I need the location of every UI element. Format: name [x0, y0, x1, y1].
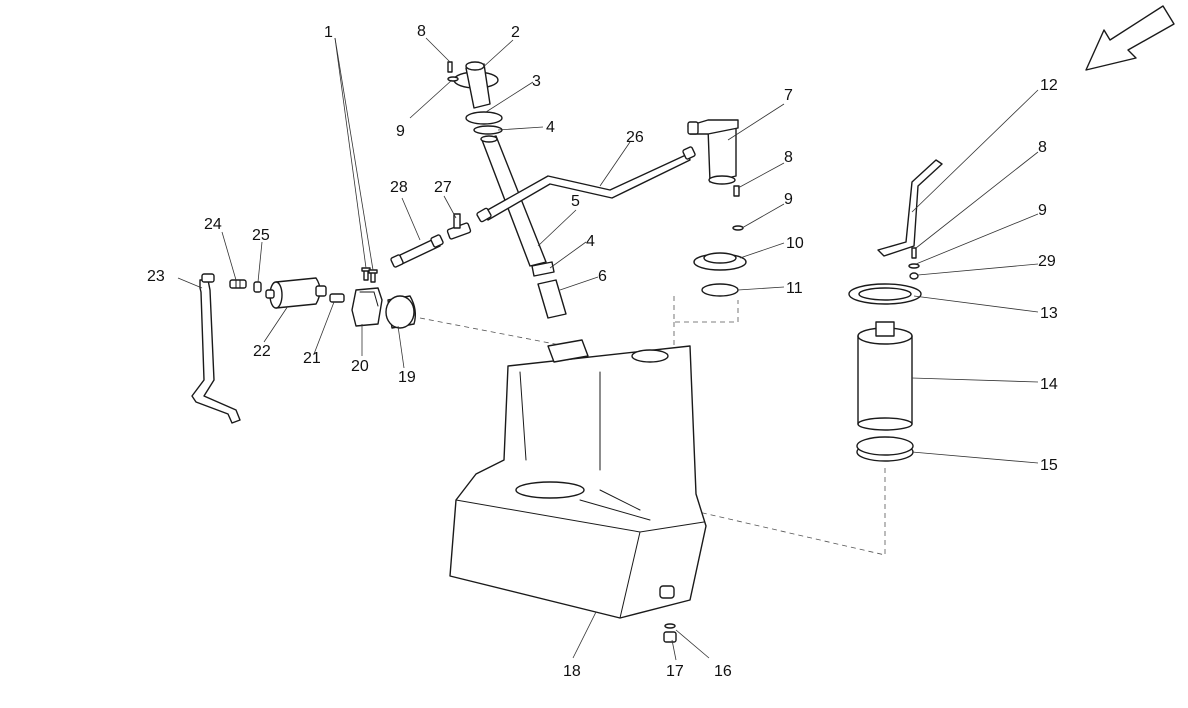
callout-7: 7 — [784, 87, 793, 104]
callout-22: 22 — [253, 343, 271, 360]
callout-13: 13 — [1040, 305, 1058, 322]
callout-27: 27 — [434, 179, 452, 196]
callout-9-top: 9 — [396, 123, 405, 140]
part-8-screw-mid — [733, 185, 740, 197]
part-17-drain-plug — [663, 631, 677, 643]
callout-14: 14 — [1040, 376, 1058, 393]
part-13-locking-ring — [848, 283, 922, 305]
callout-8-mid: 8 — [784, 149, 793, 166]
part-3-o-ring — [465, 111, 503, 125]
callout-8-top: 8 — [417, 23, 426, 40]
callout-15: 15 — [1040, 457, 1058, 474]
part-16-washer — [664, 623, 676, 629]
part-8-screw-right — [911, 247, 917, 259]
callout-18: 18 — [563, 663, 581, 680]
part-11-gasket — [701, 283, 739, 297]
callout-17: 17 — [666, 663, 684, 680]
callout-20: 20 — [351, 358, 369, 375]
part-28-hose — [390, 234, 444, 268]
leader-lines — [177, 37, 1039, 661]
part-25-clip — [253, 281, 262, 293]
part-8-screw-top — [447, 61, 453, 73]
orientation-arrow-icon — [1085, 5, 1175, 71]
part-24-fitting — [229, 279, 247, 289]
callout-28: 28 — [390, 179, 408, 196]
callout-1: 1 — [324, 24, 333, 41]
callout-12: 12 — [1040, 77, 1058, 94]
part-20-filter-bracket — [351, 287, 383, 327]
callout-9-mid: 9 — [784, 191, 793, 208]
callout-8-right: 8 — [1038, 139, 1047, 156]
part-9-washer-right — [908, 263, 920, 269]
callout-6: 6 — [598, 268, 607, 285]
callout-16: 16 — [714, 663, 732, 680]
part-9-washer-mid — [732, 225, 744, 231]
part-22-fuel-filter — [265, 277, 327, 309]
callout-4-upper: 4 — [546, 119, 555, 136]
part-7-fuel-pump — [687, 119, 739, 185]
part-21-connector — [329, 293, 345, 303]
part-26-breather-pipe — [476, 146, 696, 223]
callout-19: 19 — [398, 369, 416, 386]
part-15-seal-ring — [856, 436, 914, 462]
part-9-washer-top — [447, 76, 459, 82]
part-6-hose-sleeve — [537, 279, 567, 319]
callout-23: 23 — [147, 268, 165, 285]
part-23-hose — [191, 273, 241, 424]
part-19-canister — [385, 295, 417, 329]
part-4-clamp-upper — [473, 125, 503, 135]
part-2-filler-flange — [453, 61, 499, 109]
callout-10: 10 — [786, 235, 804, 252]
part-1-screws — [361, 267, 378, 283]
callout-9-right: 9 — [1038, 202, 1047, 219]
part-12-return-pipe — [877, 159, 943, 257]
callout-21: 21 — [303, 350, 321, 367]
callout-11: 11 — [786, 280, 803, 297]
callout-26: 26 — [626, 129, 644, 146]
callout-25: 25 — [252, 227, 270, 244]
part-14-pump-module — [857, 321, 913, 431]
callout-labels: 1 2 3 4 4 5 6 7 8 8 8 9 9 9 10 11 12 13 … — [147, 23, 1058, 680]
part-10-flange-plate — [693, 252, 747, 271]
callout-2: 2 — [511, 24, 520, 41]
callout-24: 24 — [204, 216, 222, 233]
callout-3: 3 — [532, 73, 541, 90]
callout-5: 5 — [571, 193, 580, 210]
callout-4-lower: 4 — [586, 233, 595, 250]
part-4-clamp-lower — [531, 261, 555, 277]
callout-29: 29 — [1038, 253, 1056, 270]
part-18-fuel-tank — [449, 339, 707, 619]
part-29-clip-right — [909, 272, 919, 280]
part-27-valve — [446, 213, 472, 240]
